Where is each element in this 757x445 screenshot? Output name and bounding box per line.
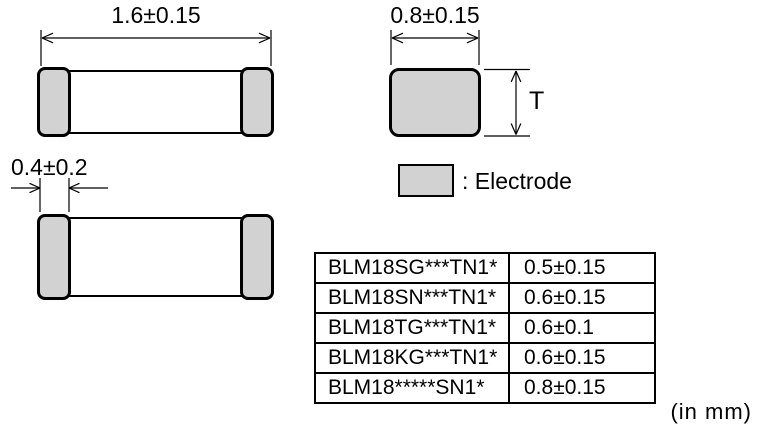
top-electrode-right: [240, 214, 274, 300]
thickness-cell: 0.6±0.15: [508, 282, 656, 314]
part-number-cell: BLM18SN***TN1*: [314, 282, 510, 314]
part-number-cell: BLM18TG***TN1*: [314, 312, 510, 344]
thickness-cell: 0.6±0.1: [508, 312, 656, 344]
electrode-width-dimension-label: 0.4±0.2: [11, 154, 88, 180]
chip-end-view: [389, 68, 481, 137]
width-dimension-label: 0.8±0.15: [390, 2, 480, 28]
part-number-cell: BLM18KG***TN1*: [314, 342, 510, 374]
units-note: (in mm): [670, 399, 752, 424]
thickness-cell: 0.5±0.15: [508, 252, 656, 284]
table-row: BLM18KG***TN1* 0.6±0.15: [314, 342, 656, 374]
width-dimension-arrow: [390, 30, 480, 65]
side-electrode-right: [240, 67, 274, 137]
thickness-dimension-arrow: [484, 68, 530, 137]
thickness-cell: 0.6±0.15: [508, 342, 656, 374]
thickness-dimension-label: T: [529, 87, 545, 115]
side-electrode-left: [37, 67, 71, 137]
table-row: BLM18TG***TN1* 0.6±0.1: [314, 312, 656, 344]
part-number-cell: BLM18SG***TN1*: [314, 252, 510, 284]
electrode-legend-swatch: [398, 164, 454, 197]
table-row: BLM18SN***TN1* 0.6±0.15: [314, 282, 656, 314]
electrode-width-dimension-arrow: [11, 178, 108, 212]
thickness-cell: 0.8±0.15: [508, 372, 656, 404]
chip-top-body: [41, 217, 271, 297]
chip-side-body: [41, 70, 271, 134]
top-electrode-left: [37, 214, 71, 300]
length-dimension-arrow: [40, 30, 272, 66]
part-number-cell: BLM18*****SN1*: [314, 372, 510, 404]
length-dimension-label: 1.6±0.15: [111, 2, 201, 28]
electrode-legend-label: : Electrode: [462, 168, 572, 194]
table-row: BLM18*****SN1* 0.8±0.15: [314, 372, 656, 404]
thickness-table: BLM18SG***TN1* 0.5±0.15 BLM18SN***TN1* 0…: [314, 252, 656, 404]
table-row: BLM18SG***TN1* 0.5±0.15: [314, 252, 656, 284]
